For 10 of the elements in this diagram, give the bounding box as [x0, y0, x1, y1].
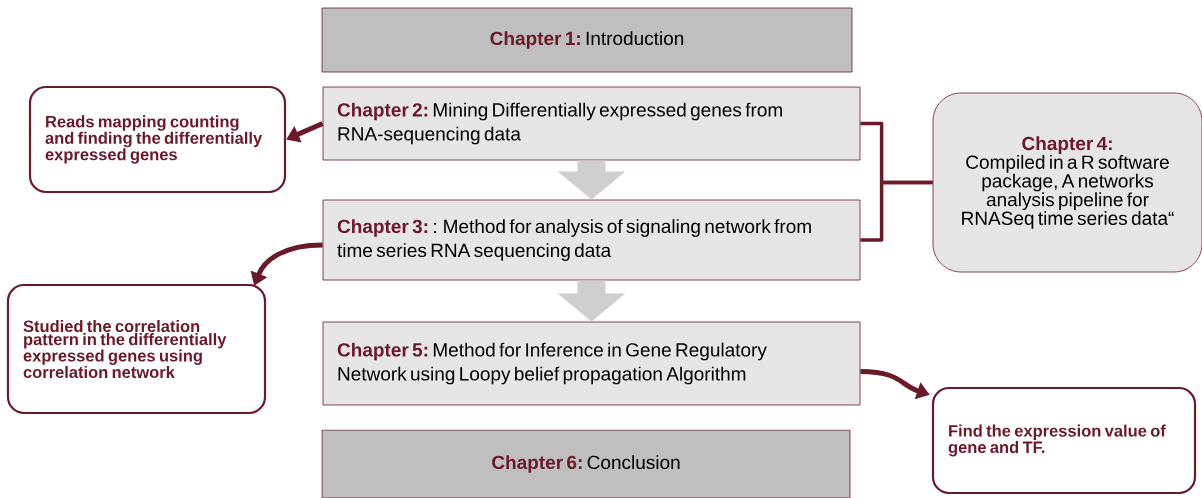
note-box: Studied the correlation pattern in the differentially expressed genes using correlation network: [6, 283, 267, 415]
chapter-box: Chapter 2: Mining Differentially expressed genes from RNA-sequencing data: [322, 86, 861, 161]
chapter-box: Chapter 5: Method for Inference in Gene Regulatory Network using Loopy belief propagation Algorithm: [322, 321, 861, 406]
bracket-line: [860, 180, 933, 242]
chapter-box: Chapter 3: : Method for analysis of signaling network from time series RNA sequencing data: [322, 199, 861, 281]
chapter-box: Chapter 6: Conclusion: [321, 429, 851, 498]
note-box: Reads mapping counting and finding the differentially expressed genes: [28, 85, 287, 194]
chapter-box: Chapter 4: Compiled in a R software package, A networks analysis pipeline for RNASeq time series data“: [932, 92, 1202, 273]
chapter-box: Chapter 1: Introduction: [321, 7, 853, 73]
note-box: Find the expression value of gene and TF.: [931, 386, 1197, 495]
